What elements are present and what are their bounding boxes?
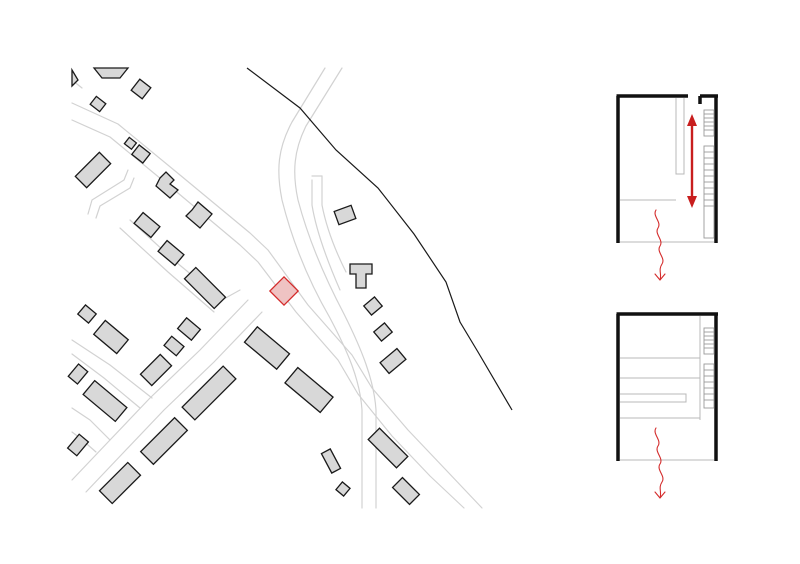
building: [284, 366, 334, 414]
main-road-edge-b: [71, 119, 465, 509]
building: [123, 136, 138, 151]
building: [76, 303, 98, 325]
building: [181, 365, 237, 421]
building: [130, 78, 152, 100]
road-network: [71, 67, 483, 509]
building: [183, 266, 227, 310]
building: [320, 448, 342, 474]
building: [130, 144, 152, 164]
building: [372, 321, 394, 343]
building: [155, 171, 179, 199]
circulation-arrow: [687, 114, 697, 208]
buildings: [66, 67, 421, 506]
building: [92, 67, 130, 79]
building: [133, 211, 161, 239]
building: [82, 379, 128, 423]
building: [335, 481, 351, 497]
building: [391, 476, 421, 506]
lower-left-branch-a: [71, 407, 111, 441]
building: [157, 239, 185, 267]
stair-upper: [703, 109, 715, 137]
building: [74, 151, 112, 189]
left-spur-edge-b: [95, 177, 135, 219]
building: [66, 433, 90, 457]
southwest-road-edge-a: [71, 299, 249, 481]
building: [379, 347, 407, 375]
flow-arrow-upper: [654, 209, 666, 281]
building: [89, 95, 107, 113]
building: [176, 316, 202, 342]
shoreline: [246, 67, 513, 411]
stair-lower: [703, 145, 715, 239]
building: [349, 263, 373, 289]
mid-link-b: [119, 227, 215, 313]
building: [367, 427, 409, 469]
spur-road-edge-a: [311, 179, 341, 291]
building: [92, 319, 130, 355]
building: [67, 363, 89, 385]
curved-road-edge-b: [294, 67, 377, 509]
building: [71, 67, 79, 88]
building: [243, 325, 291, 371]
building: [98, 461, 142, 505]
floor-plan-lower: [616, 312, 718, 499]
building: [139, 353, 173, 387]
building: [333, 204, 357, 226]
floor-plan-upper: [616, 94, 718, 281]
highlighted-site-building[interactable]: [268, 275, 300, 307]
inner-bench: [620, 393, 687, 403]
curved-road-edge-a: [278, 67, 363, 509]
west-road-edge-a: [71, 339, 153, 399]
site-plan: [66, 67, 513, 509]
inner-partition: [675, 98, 685, 175]
stair-lower: [703, 363, 715, 409]
main-road-edge-a: [71, 102, 483, 509]
southwest-road-edge-b: [85, 311, 263, 493]
flow-arrow-lower: [654, 427, 666, 499]
stair-upper: [703, 327, 715, 355]
west-road-edge-b: [71, 353, 141, 409]
building: [163, 335, 185, 357]
building: [139, 416, 189, 466]
spur-road-edge-b: [321, 175, 347, 273]
left-spur-edge-a: [87, 169, 129, 215]
building: [362, 295, 384, 317]
building: [185, 201, 213, 229]
